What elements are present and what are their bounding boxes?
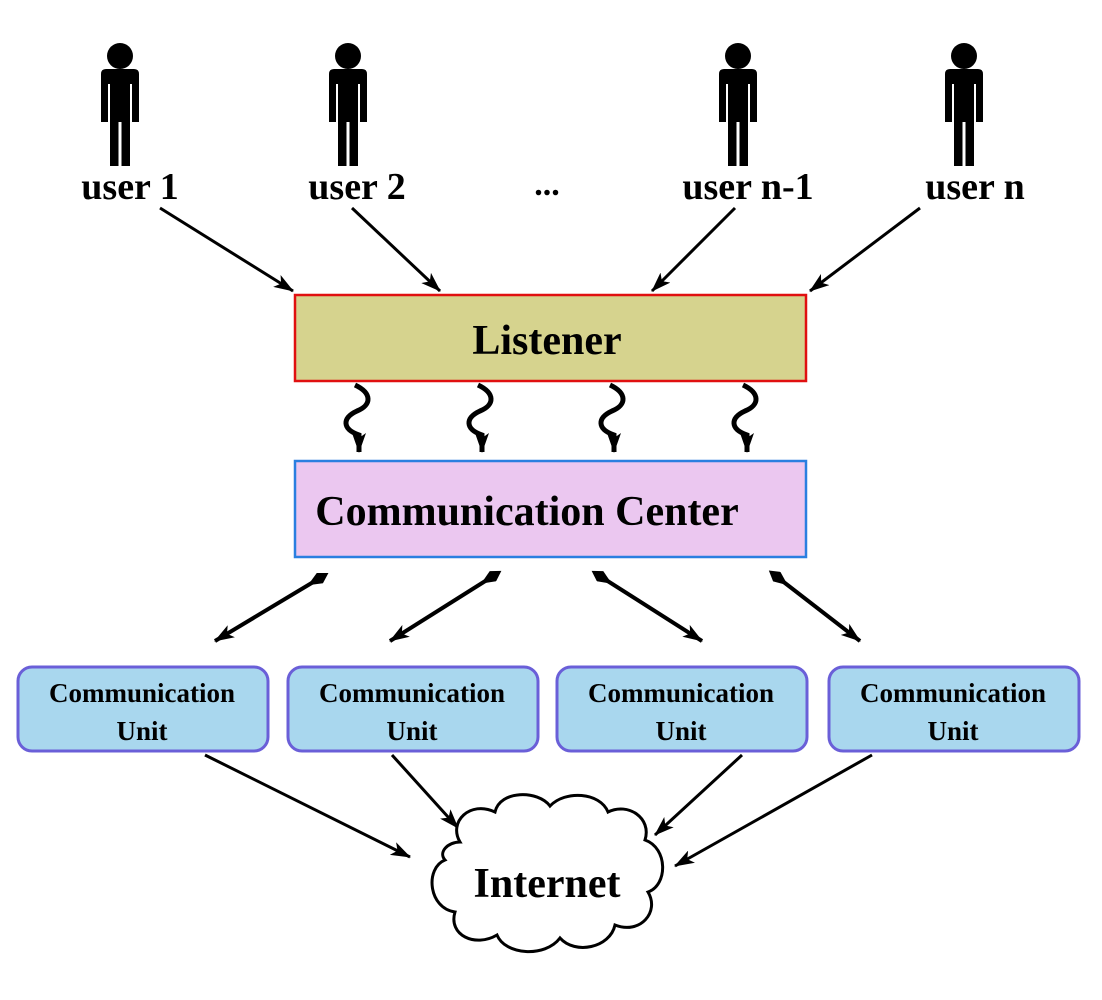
arrow [591,570,704,643]
wavy-arrow [466,382,494,453]
user-n-minus-1: user n-1 [682,43,814,208]
user-label: user n [925,166,1025,208]
person-icon [945,43,983,166]
user-2: user 2 [308,43,406,208]
listener-box: Listener [293,293,808,383]
ellipsis: ... [534,166,560,203]
wavy-arrow [343,382,371,453]
person-icon [719,43,757,166]
unit-label-line2: Unit [655,716,706,746]
person-icon [101,43,139,166]
communication-unit-1: Communication Unit [16,665,270,753]
wavy-arrow [598,382,626,453]
center-to-units-arrows [213,570,862,643]
communication-unit-4: Communication Unit [827,665,1081,753]
cloud-icon [430,793,665,953]
communication-center-box: Communication Center [293,459,808,559]
arrow [768,570,862,643]
internet-label: Internet [474,861,621,907]
unit-label-line2: Unit [386,716,437,746]
arrow [674,753,873,868]
unit-label-line1: Communication [588,678,774,708]
unit-label-line1: Communication [860,678,1046,708]
internet-cloud: Internet [430,793,665,953]
arrow [809,206,921,293]
user-label: user n-1 [682,166,813,208]
unit-label-line2: Unit [927,716,978,746]
unit-rect [827,665,1081,753]
listener-rect [293,293,808,383]
wavy-arrow [731,382,759,453]
units-to-internet-arrows [204,753,873,868]
unit-label-line1: Communication [319,678,505,708]
user-n: user n [925,43,1025,208]
user-1: user 1 [81,43,179,208]
communication-unit-2: Communication Unit [286,665,540,753]
unit-label-line2: Unit [116,716,167,746]
communication-center-label: Communication Center [315,489,738,535]
arrow [213,572,329,643]
arrow [159,206,294,293]
unit-rect [555,665,809,753]
arrow [350,206,442,293]
communication-center-rect [293,459,808,559]
arrow [650,206,737,293]
arrow [390,753,460,830]
arrow [653,753,744,837]
arrow [388,570,502,643]
user-label: user 1 [81,166,178,208]
user-to-listener-arrows [159,206,921,293]
unit-rect [16,665,270,753]
listener-to-center-arrows [343,382,759,453]
communication-unit-3: Communication Unit [555,665,809,753]
person-icon [329,43,367,166]
listener-label: Listener [472,318,621,364]
unit-rect [286,665,540,753]
user-label: user 2 [308,166,405,208]
arrow [204,753,411,859]
unit-label-line1: Communication [49,678,235,708]
